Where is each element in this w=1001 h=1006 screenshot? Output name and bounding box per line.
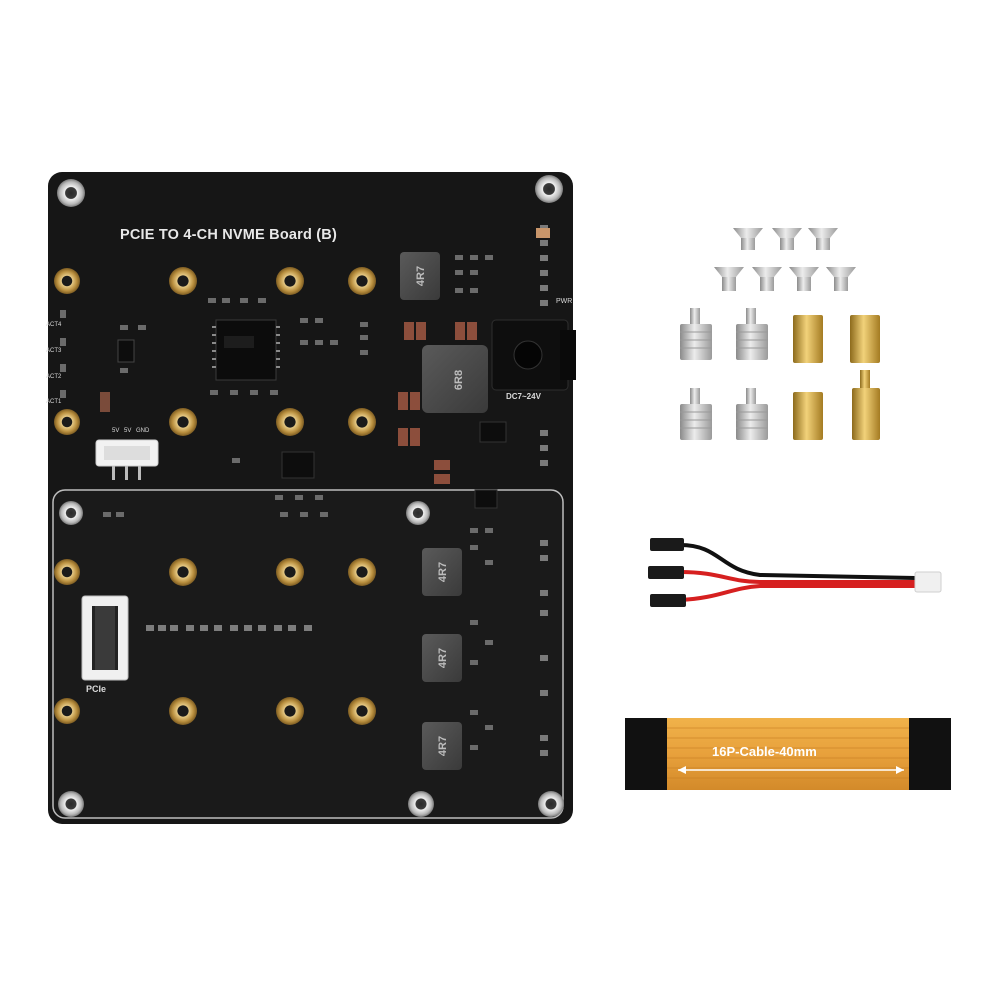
- inductor-top-marking: 4R7: [415, 266, 427, 286]
- screw: [772, 228, 802, 250]
- inductor-4: 4R7: [422, 722, 462, 770]
- screw: [714, 267, 744, 291]
- pcie-label: PCIe: [86, 684, 107, 694]
- inductor-3-marking: 4R7: [437, 648, 449, 668]
- status-led: [100, 392, 110, 412]
- driver-chip: [281, 451, 315, 479]
- dupont-connector: [650, 594, 686, 607]
- dupont-connector: [650, 538, 684, 551]
- act3-label: ACT3: [46, 348, 62, 354]
- mounting-holes: [57, 175, 564, 817]
- act2-label: ACT2: [46, 374, 62, 380]
- flat-head-screws: [714, 228, 856, 291]
- steel-standoffs: [680, 308, 768, 440]
- lower-passives: [146, 625, 312, 631]
- steel-standoff: [736, 308, 768, 360]
- fan-5v-label-1: 5V: [112, 428, 120, 434]
- ffc-cable: [625, 718, 951, 790]
- power-capacitors: [398, 322, 477, 484]
- brass-standoff: [793, 392, 823, 440]
- inductor-top: 4R7: [400, 252, 440, 300]
- m2-mounting-pads: [54, 267, 376, 725]
- brass-standoff: [850, 315, 880, 363]
- act4-label: ACT4: [46, 322, 62, 328]
- ffc-cable-label: 16P-Cable-40mm: [712, 744, 817, 759]
- fan-header: [95, 439, 159, 480]
- regulator-chip: [117, 339, 135, 363]
- jst-connector: [914, 571, 942, 593]
- inductor-2-marking: 4R7: [437, 562, 449, 582]
- power-input-label: DC7~24V: [506, 392, 541, 401]
- screw: [752, 267, 782, 291]
- dc-barrel-jack: [491, 319, 576, 391]
- smd-components: [60, 298, 368, 517]
- brass-standoff: [793, 315, 823, 363]
- screw: [733, 228, 763, 250]
- pwr-label: PWR: [556, 298, 573, 305]
- pcie-switch-chip: [212, 319, 280, 381]
- brass-standoffs: [793, 315, 880, 440]
- act1-label: ACT1: [46, 399, 62, 405]
- board-title: PCIE TO 4-CH NVME Board (B): [120, 227, 338, 243]
- mosfet-chip: [479, 421, 507, 443]
- inductor-main: 6R8: [422, 345, 488, 413]
- pcie-ffc-connector: [81, 595, 129, 681]
- inductor-2: 4R7: [422, 548, 462, 596]
- steel-standoff: [680, 388, 712, 440]
- screw: [808, 228, 838, 250]
- steel-standoff: [680, 308, 712, 360]
- screw: [789, 267, 819, 291]
- fan-5v-label-2: 5V: [124, 428, 132, 434]
- inductor-main-marking: 6R8: [453, 370, 465, 390]
- screw: [826, 267, 856, 291]
- steel-standoff: [736, 388, 768, 440]
- pwr-led: [536, 228, 550, 238]
- controller-chip: [474, 489, 498, 509]
- dupont-connector: [648, 566, 684, 579]
- inductor-3: 4R7: [422, 634, 462, 682]
- inductor-4-marking: 4R7: [437, 736, 449, 756]
- fan-gnd-label: GND: [136, 428, 150, 434]
- brass-standoff: [852, 370, 880, 440]
- power-split-cable: [648, 538, 942, 607]
